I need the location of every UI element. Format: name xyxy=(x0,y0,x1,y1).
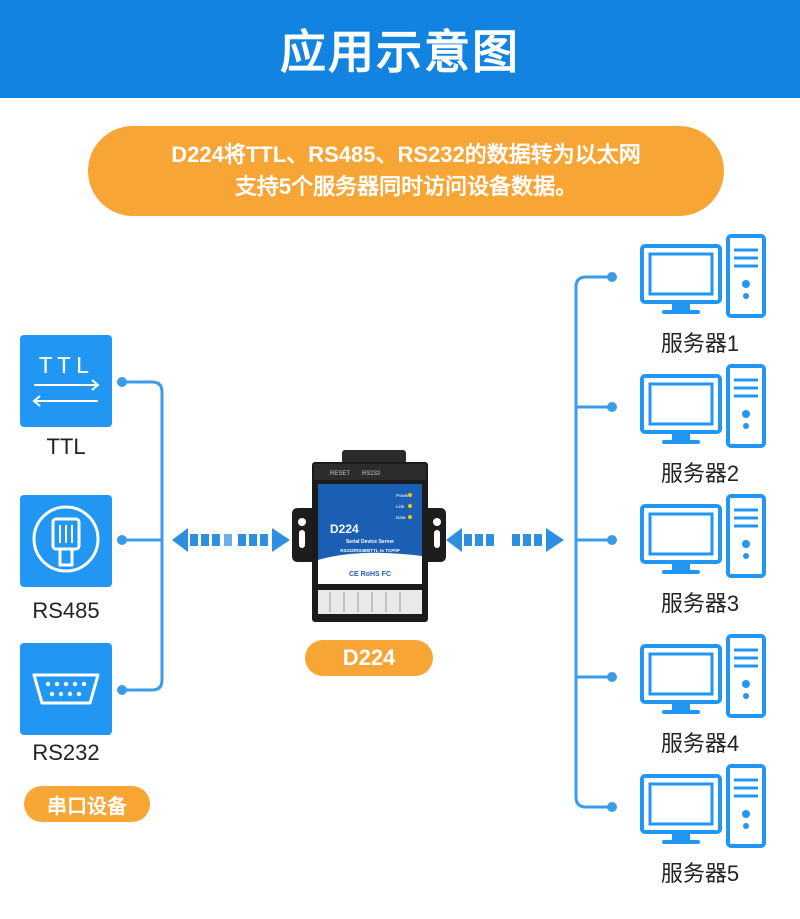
rs232-label: RS232 xyxy=(32,740,100,765)
serial-devices-tag: 串口设备 xyxy=(24,786,150,822)
ttl-label: TTL xyxy=(46,434,86,459)
gateway-tag: D224 xyxy=(305,640,433,676)
description-banner: D224将TTL、RS485、RS232的数据转为以太网 支持5个服务器同时访问… xyxy=(88,126,724,216)
server-5-label: 服务器5 xyxy=(660,861,740,886)
page-title: 应用示意图 xyxy=(0,0,800,98)
db9-connector-icon xyxy=(32,673,100,705)
rs485-device-icon-box xyxy=(20,495,112,587)
ttl-icon: TTL xyxy=(32,354,100,407)
server-2-label: 服务器2 xyxy=(660,461,740,486)
server-1-icon xyxy=(640,234,766,318)
server-3-icon xyxy=(640,494,766,578)
svg-text:TTL: TTL xyxy=(38,354,93,381)
server-2-icon xyxy=(640,364,766,448)
rs485-connector-icon xyxy=(32,505,100,573)
rs485-label: RS485 xyxy=(32,598,100,623)
server-3-label: 服务器3 xyxy=(660,591,740,616)
description-line-2: 支持5个服务器同时访问设备数据。 xyxy=(234,174,578,199)
ttl-device-icon-box: TTL xyxy=(20,335,112,427)
right-bidirectional-arrow xyxy=(446,528,564,552)
server-5-icon xyxy=(640,764,766,848)
server-1-label: 服务器1 xyxy=(660,331,740,356)
rs232-device-icon-box xyxy=(20,643,112,735)
description-line-1: D224将TTL、RS485、RS232的数据转为以太网 xyxy=(171,142,641,167)
server-4-icon xyxy=(640,634,766,718)
left-bidirectional-arrow xyxy=(172,528,290,552)
server-4-label: 服务器4 xyxy=(660,731,740,756)
